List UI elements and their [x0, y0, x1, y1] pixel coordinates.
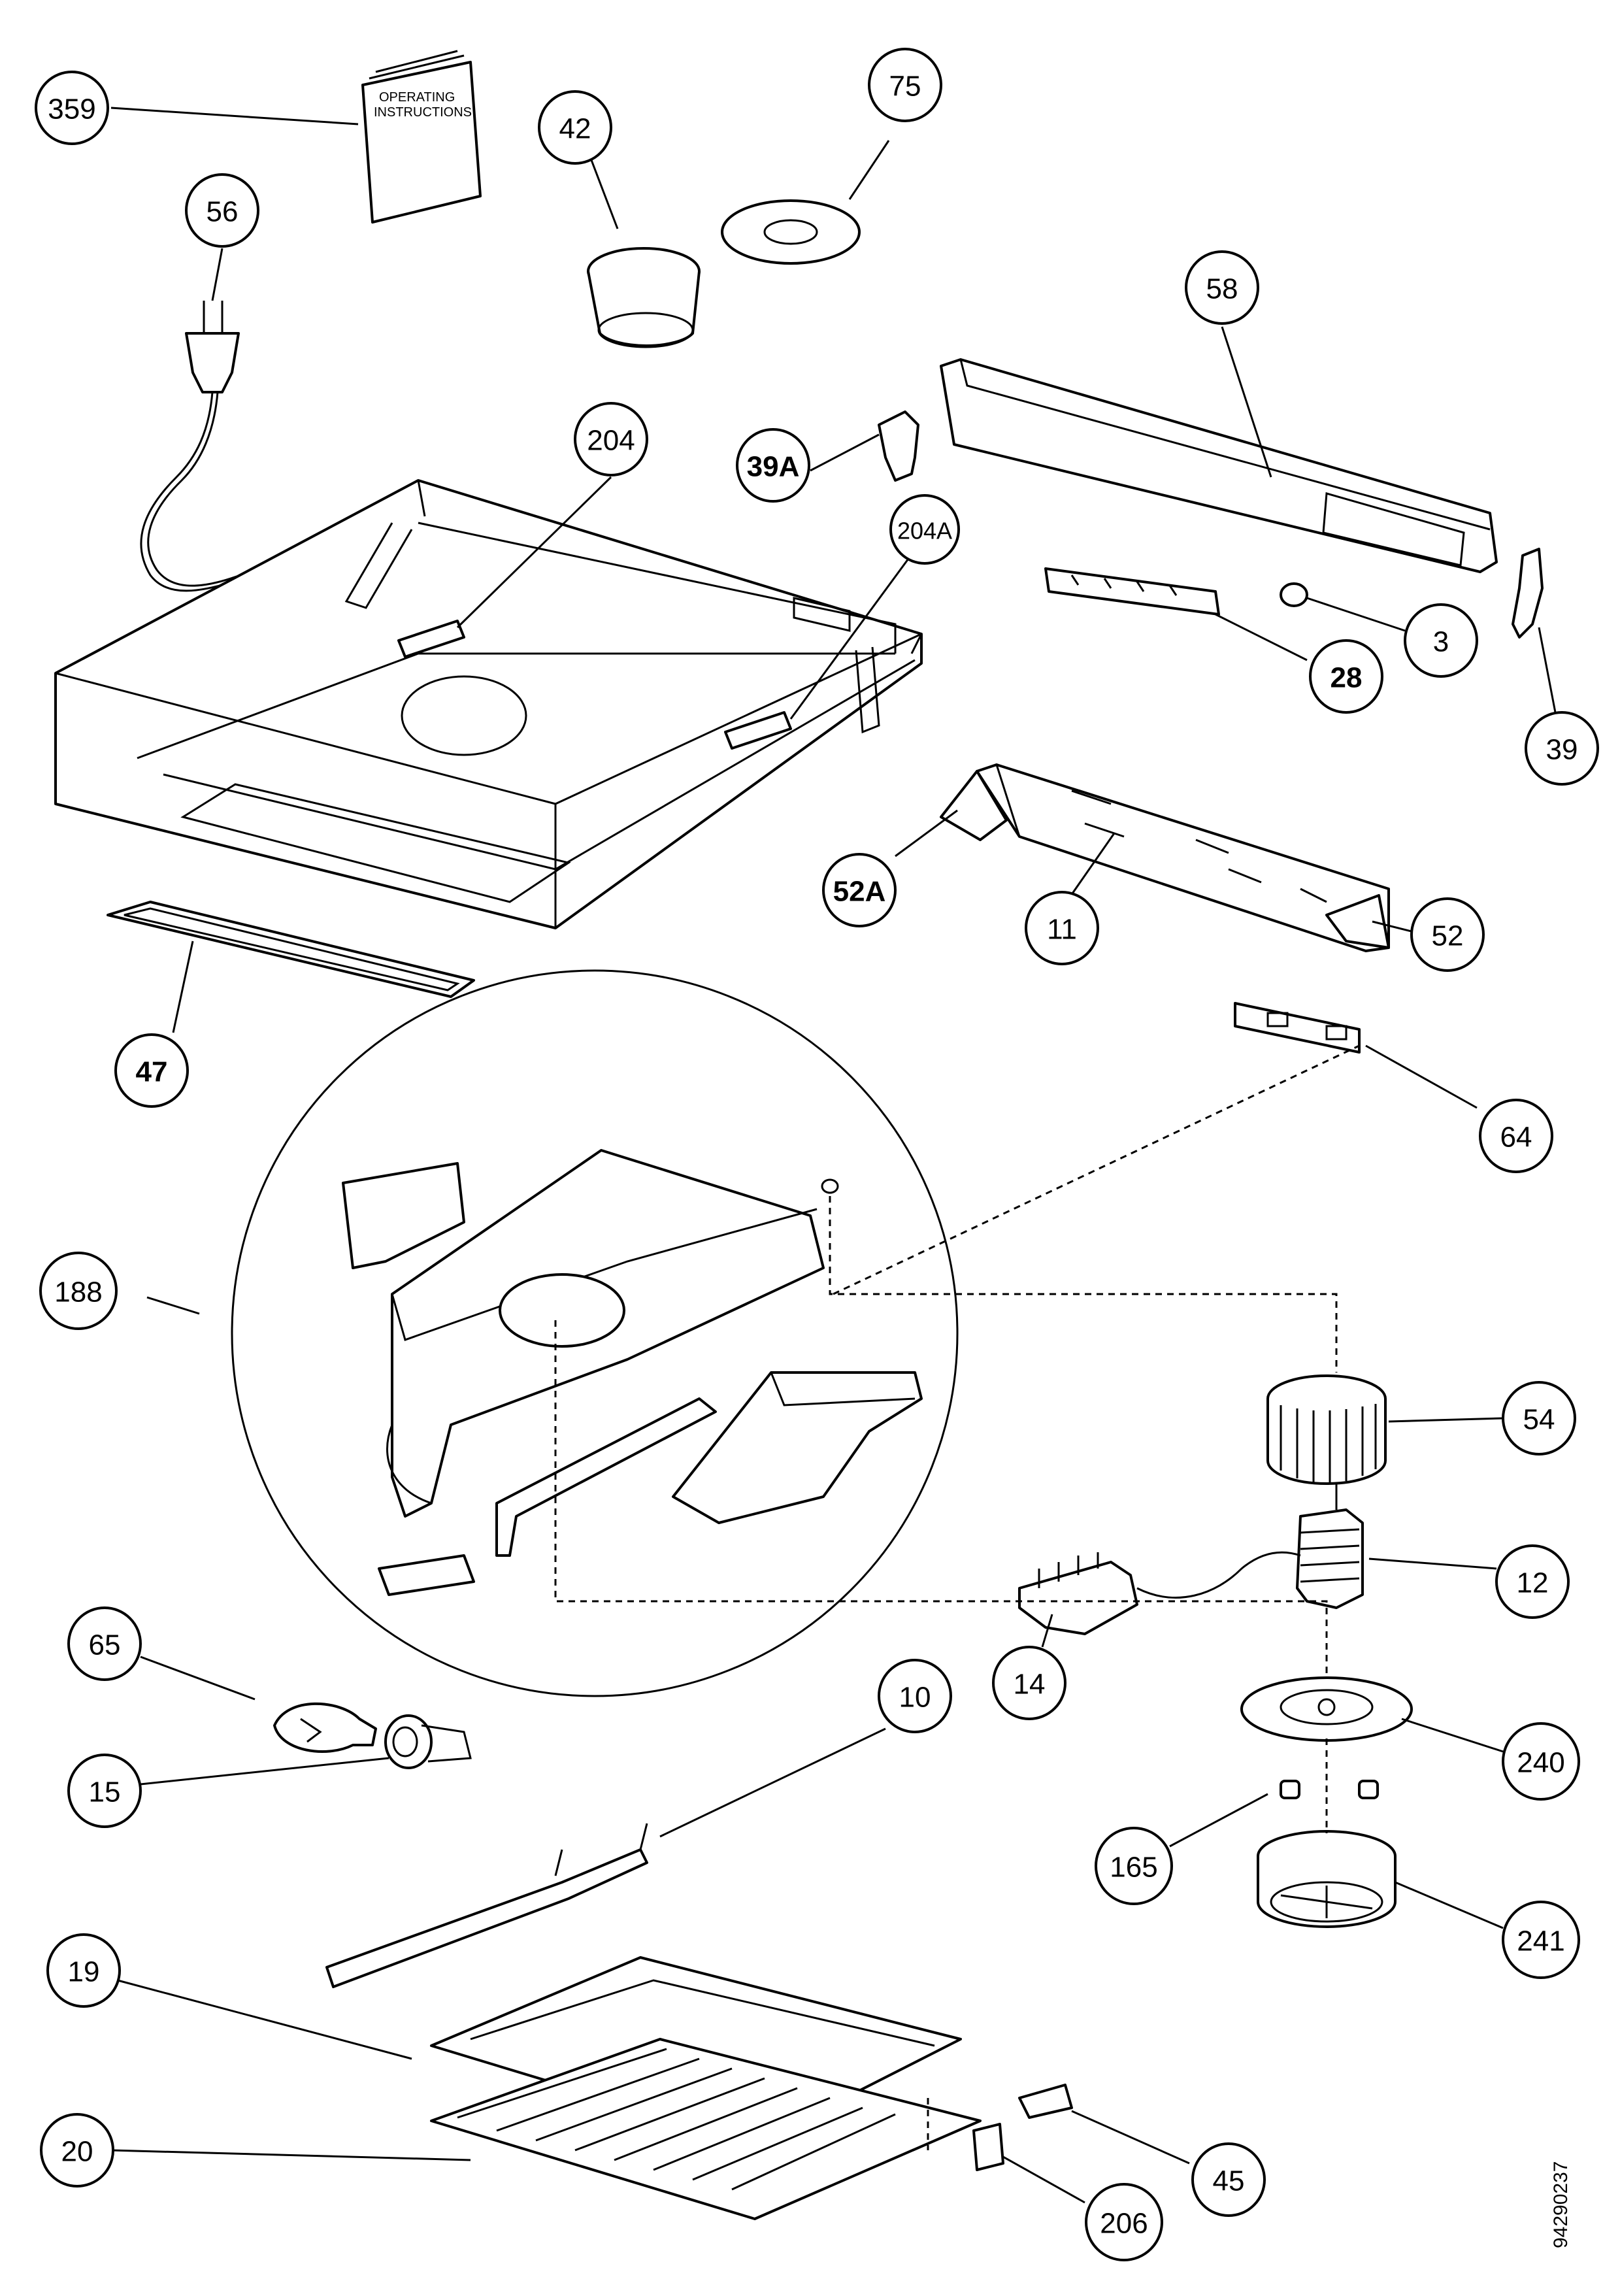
callout-label: 10 [899, 1682, 931, 1714]
callout-56: 56 [185, 173, 259, 248]
motor-mounting-plate [1240, 1676, 1413, 1742]
callout-label: 11 [1047, 914, 1077, 946]
callout-label: 65 [89, 1629, 121, 1661]
callout-54: 54 [1502, 1381, 1576, 1456]
callout-label: 12 [1517, 1567, 1549, 1599]
callout-label: 204 [587, 425, 635, 457]
callout-188: 188 [39, 1252, 118, 1330]
callout-19: 19 [46, 1933, 121, 2008]
callout-label: 3 [1433, 626, 1449, 658]
callout-12: 12 [1495, 1544, 1570, 1619]
callout-240: 240 [1502, 1722, 1580, 1801]
callout-label: 20 [61, 2136, 93, 2168]
callout-label: 47 [136, 1056, 168, 1088]
callout-label: 52A [833, 876, 886, 908]
callout-label: 14 [1014, 1669, 1046, 1701]
callout-28: 28 [1309, 639, 1383, 714]
fan-wheel [1266, 1374, 1387, 1485]
callout-label: 241 [1517, 1925, 1564, 1957]
filter-frame [107, 901, 475, 998]
callout-204: 204 [574, 402, 648, 476]
callout-52A: 52A [822, 853, 897, 927]
callout-label: 188 [54, 1276, 102, 1308]
power-cord-plug [140, 301, 240, 592]
callout-label: 165 [1110, 1852, 1157, 1884]
callout-label: 19 [68, 1956, 100, 1988]
callout-42: 42 [538, 90, 612, 165]
callout-label: 15 [89, 1776, 121, 1808]
drawing-number: 94290237 [1550, 2161, 1572, 2248]
callout-label: 45 [1213, 2165, 1245, 2197]
duct-collar [587, 247, 701, 348]
filter-latch [1018, 2084, 1073, 2119]
callout-label: 39A [747, 451, 800, 483]
bracket-204A [724, 711, 792, 750]
bracket-204 [397, 620, 465, 658]
callout-47: 47 [114, 1033, 189, 1108]
callout-14: 14 [992, 1646, 1066, 1720]
callout-label: 54 [1523, 1404, 1555, 1436]
callout-11: 11 [1025, 891, 1099, 965]
callout-39A: 39A [736, 428, 810, 503]
callout-label: 39 [1546, 734, 1578, 766]
filter-clip [972, 2123, 1004, 2171]
callout-label: 359 [48, 93, 95, 125]
lamp-socket [384, 1714, 472, 1769]
manual-title-line1: OPERATING [379, 90, 455, 105]
filter-strips [325, 1823, 648, 1988]
light-bulb [273, 1702, 377, 1753]
callout-58: 58 [1185, 250, 1259, 325]
callout-241: 241 [1502, 1901, 1580, 1979]
callout-label: 28 [1331, 662, 1363, 694]
end-bracket-right [1512, 548, 1544, 639]
callout-label: 52 [1432, 920, 1464, 952]
grease-filter-lower [430, 2038, 982, 2220]
knob [1280, 582, 1308, 607]
cover-disc [721, 199, 861, 265]
callout-label: 204A [897, 518, 952, 544]
callout-206: 206 [1085, 2183, 1163, 2261]
callout-3: 3 [1404, 603, 1478, 678]
callout-45: 45 [1191, 2142, 1266, 2217]
front-panel [940, 358, 1498, 573]
blower-housing-detail-circle [231, 969, 959, 1697]
end-cap-left [940, 770, 1008, 841]
callout-204A: 204A [889, 494, 960, 565]
callout-label: 206 [1100, 2208, 1148, 2240]
callout-label: 58 [1206, 273, 1238, 305]
callout-label: 240 [1517, 1747, 1564, 1779]
end-bracket-left [878, 410, 919, 482]
callout-65: 65 [67, 1606, 142, 1681]
callout-39: 39 [1525, 711, 1599, 786]
callout-10: 10 [878, 1659, 952, 1733]
fan-cover [1257, 1830, 1397, 1928]
callout-label: 56 [207, 196, 239, 228]
leader-lines [110, 107, 1557, 2204]
callout-label: 64 [1500, 1122, 1532, 1154]
hood-body [54, 479, 923, 929]
callout-359: 359 [35, 71, 109, 145]
callout-15: 15 [67, 1754, 142, 1828]
callout-label: 75 [889, 71, 921, 103]
callout-75: 75 [868, 48, 942, 122]
fan-motor [1296, 1484, 1364, 1609]
manual-title-line2: INSTRUCTIONS [374, 105, 472, 120]
rubber-bushings [1280, 1780, 1379, 1799]
callout-label: 42 [559, 113, 591, 145]
assembly-dashed-lines [554, 1044, 1360, 2150]
callout-52: 52 [1410, 897, 1485, 972]
switch-module [1044, 567, 1220, 616]
callout-20: 20 [40, 2113, 114, 2188]
callout-165: 165 [1095, 1827, 1173, 1905]
end-cap-right [1325, 894, 1390, 949]
operating-instructions-booklet: OPERATING INSTRUCTIONS [361, 50, 482, 224]
callout-64: 64 [1479, 1099, 1553, 1173]
terminal-block [1018, 1551, 1301, 1635]
lamp-holder-bar [1234, 1002, 1361, 1054]
